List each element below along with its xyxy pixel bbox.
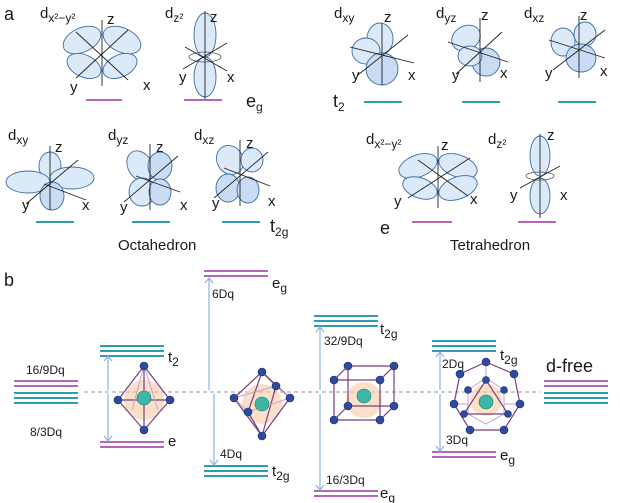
axis-y-label: y [545, 65, 553, 82]
axis-y-label: y [120, 199, 128, 216]
axis-y-label: y [22, 197, 30, 214]
group-label-e-tet: e [168, 433, 176, 450]
group-label-t2g-oct: t2g [272, 463, 290, 483]
energy-label-oct-upper: 6Dq [212, 287, 234, 301]
energy-label-tet-upper: 16/9Dq [26, 363, 65, 377]
orbital-dyz-tet [447, 18, 509, 82]
orbital-dx2y2-tet [398, 146, 478, 208]
axis-z-label: z [384, 9, 392, 26]
orbital-dz2-oct [182, 11, 228, 99]
axis-x-label: x [180, 197, 188, 214]
d-free-levels [544, 380, 608, 404]
axis-z-label: z [246, 135, 254, 152]
axis-z-label: z [107, 11, 115, 28]
axis-y-label: y [70, 79, 78, 96]
group-label-eg-ico: eg [500, 447, 515, 467]
axis-z-label: z [156, 139, 164, 156]
orbital-dyz-oct [123, 144, 181, 210]
axis-x-label: x [600, 63, 608, 80]
orbital-dxy-oct [5, 146, 95, 211]
axis-y-label: y [452, 67, 460, 84]
group-label-t2-tet: t2 [168, 349, 179, 369]
reference-levels-left [14, 380, 78, 404]
energy-label-oct-lower: 4Dq [220, 447, 242, 461]
group-label-t2: t2 [333, 91, 345, 114]
octahedron-label: Octahedron [118, 237, 196, 254]
tetrahedron-label: Tetrahedron [450, 237, 530, 254]
octahedron-structure [229, 367, 295, 441]
panel-a-label: a [4, 4, 15, 24]
axis-z-label: z [481, 7, 489, 24]
axis-z-label: z [580, 7, 588, 24]
axis-y-label: y [510, 187, 518, 204]
cubic-splitting [314, 315, 378, 497]
energy-label-tet-lower: 8/3Dq [30, 425, 62, 439]
orbital-label: dz² [488, 131, 506, 151]
cuboctahedron-structure [449, 357, 525, 435]
cuboctahedral-splitting [432, 340, 496, 458]
axis-y-label: y [212, 195, 220, 212]
axis-x-label: x [82, 197, 90, 214]
orbital-dx2y2-oct [62, 20, 142, 86]
axis-z-label: z [55, 139, 63, 156]
orbital-label: dxz [194, 127, 214, 147]
group-label-t2g-cube: t2g [380, 321, 398, 341]
orbital-label: dxz [524, 5, 544, 25]
axis-z-label: z [210, 9, 218, 26]
axis-x-label: x [470, 191, 478, 208]
orbital-label: dxy [8, 127, 28, 147]
orbital-label: dx²−y² [40, 5, 75, 25]
orbital-dz2-tet [519, 134, 561, 218]
orbital-label: dyz [436, 5, 456, 25]
axis-z-label: z [441, 137, 449, 154]
orbital-dxy-tet [349, 22, 415, 86]
energy-label-cube-upper: 32/9Dq [324, 334, 363, 348]
orbital-label: dx²−y² [366, 131, 401, 151]
group-label-eg: eg [246, 91, 263, 114]
orbital-label: dyz [108, 127, 128, 147]
group-label-e: e [380, 218, 390, 238]
tetrahedron-structure [113, 361, 175, 435]
axis-x-label: x [500, 65, 508, 82]
orbital-label: dxy [334, 5, 354, 25]
axis-y-label: y [394, 193, 402, 210]
octahedral-splitting [204, 270, 268, 477]
axis-x-label: x [227, 69, 235, 86]
group-label-t2g: t2g [270, 216, 288, 239]
axis-x-label: x [268, 193, 276, 210]
panel-b-label: b [4, 270, 14, 290]
axis-y-label: y [179, 69, 187, 86]
cube-structure [329, 361, 399, 425]
energy-label-ico-upper: 2Dq [442, 357, 464, 371]
axis-y-label: y [352, 67, 360, 84]
tetrahedral-splitting [100, 345, 164, 448]
axis-x-label: x [560, 187, 568, 204]
axis-x-label: x [143, 77, 151, 94]
energy-label-cube-lower: 16/3Dq [326, 473, 365, 487]
group-label-eg-cube: eg [380, 485, 395, 503]
axis-x-label: x [408, 67, 416, 84]
energy-label-ico-lower: 3Dq [446, 433, 468, 447]
group-label-t2g-ico: t2g [500, 347, 518, 367]
d-free-label: d-free [546, 356, 593, 376]
axis-z-label: z [547, 127, 555, 144]
orbital-dxz-tet [548, 16, 606, 78]
group-label-eg-oct: eg [272, 275, 287, 295]
orbital-dxz-oct [213, 140, 271, 206]
orbital-label: dz² [165, 5, 183, 25]
